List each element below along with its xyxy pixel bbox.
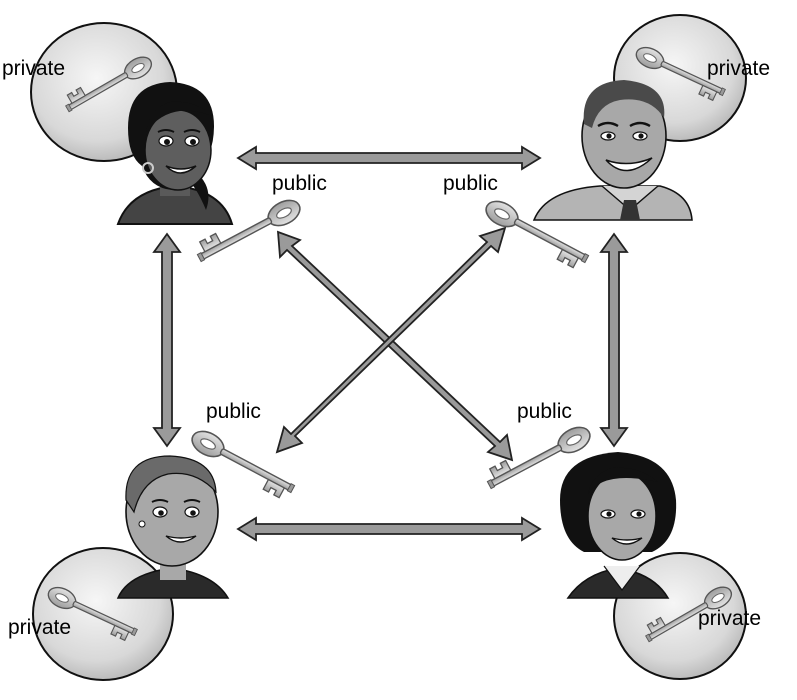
avatar-top-left (116, 82, 234, 225)
arrow-left-vertical (152, 232, 182, 448)
public-label-top-right: public (443, 172, 498, 195)
public-label-bottom-left: public (206, 400, 261, 423)
public-label-bottom-right: public (517, 400, 572, 423)
private-label-top-left: private (2, 57, 65, 80)
arrow-bottom-horizontal (236, 516, 542, 542)
private-bubble-bottom-left (32, 547, 174, 681)
private-label-top-right: private (707, 57, 770, 80)
public-label-top-left: public (272, 172, 327, 195)
avatar-top-right (532, 80, 693, 221)
avatar-bottom-left (116, 455, 230, 599)
arrow-diagonal-topright-bottomleft (275, 226, 507, 454)
private-label-bottom-left: private (8, 616, 71, 639)
arrow-right-vertical (599, 232, 629, 448)
arrows (152, 145, 629, 542)
arrow-diagonal-topleft-bottomright (276, 230, 514, 462)
avatar-bottom-right (560, 452, 677, 599)
arrow-top-horizontal (236, 145, 542, 171)
private-label-bottom-right: private (698, 607, 761, 630)
